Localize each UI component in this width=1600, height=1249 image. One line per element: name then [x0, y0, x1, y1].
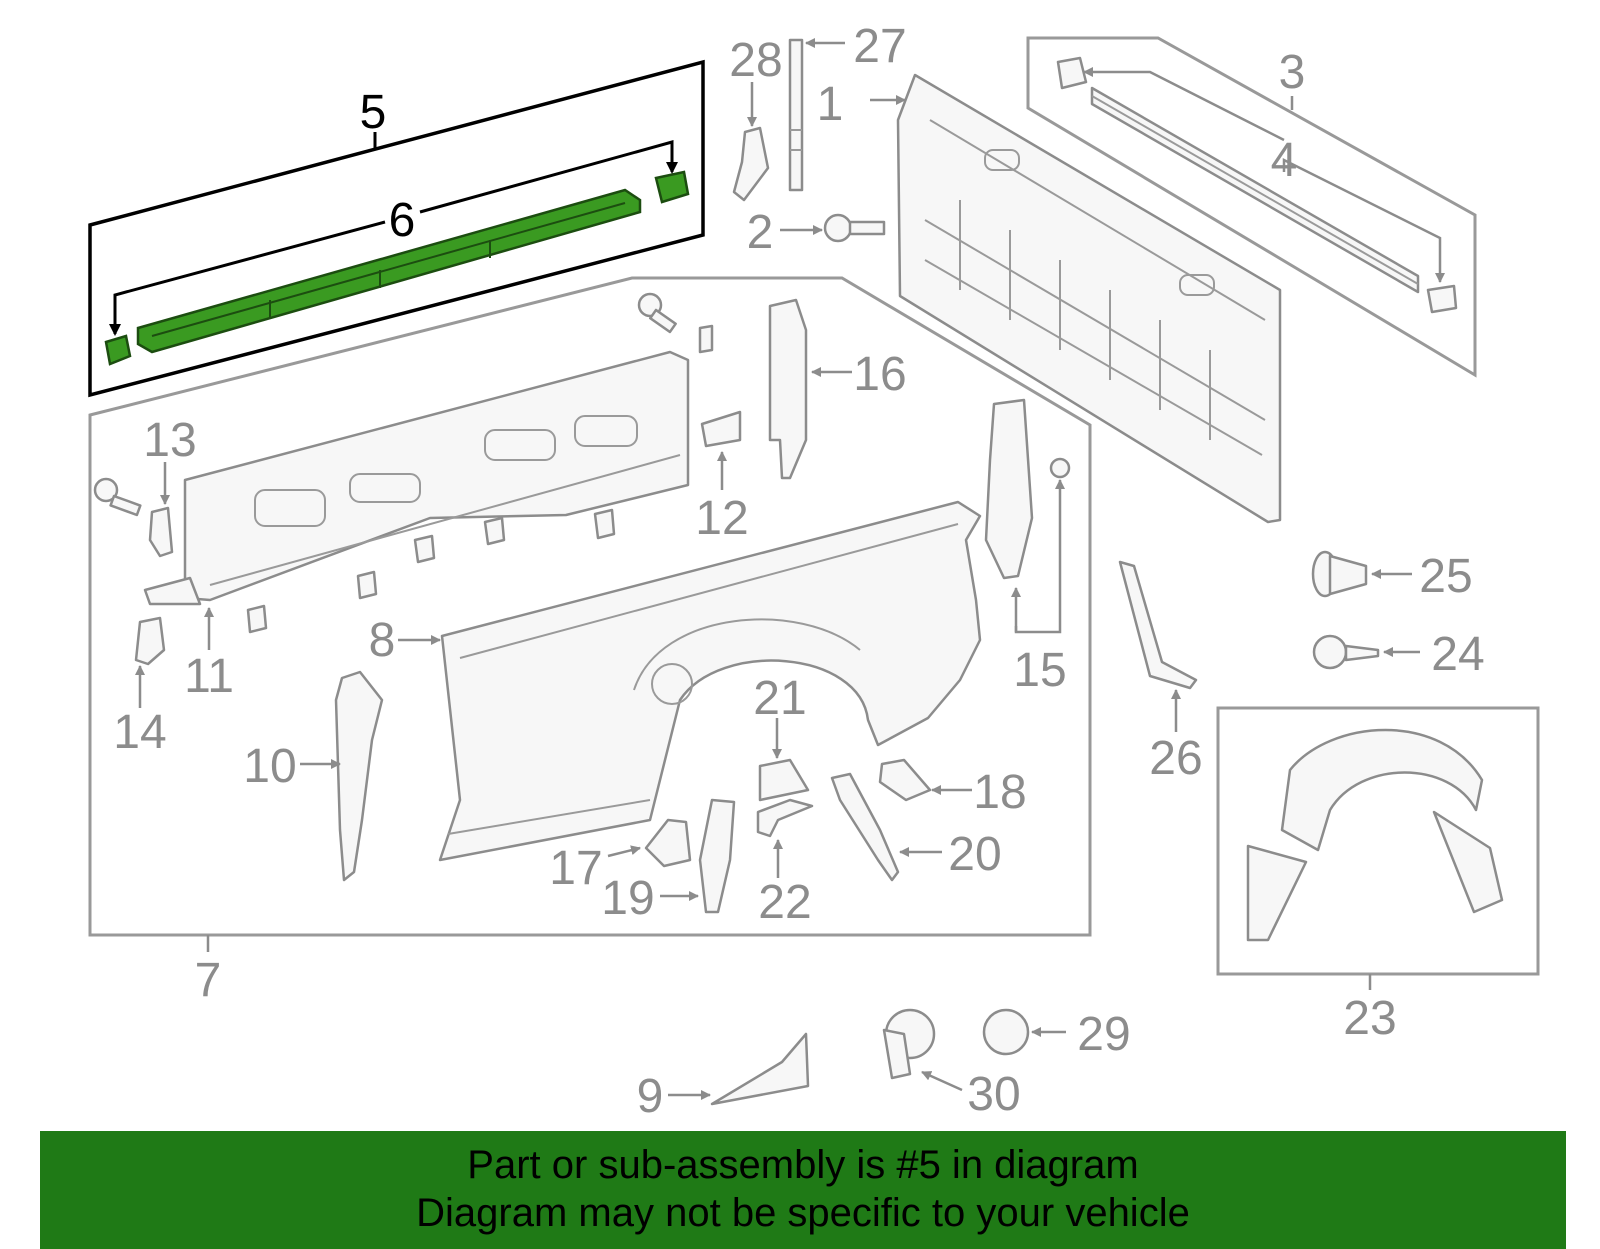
part-4-header-rail[interactable]	[1090, 86, 1420, 294]
part-24-screw[interactable]	[1312, 634, 1380, 670]
callout-5: 5	[360, 86, 387, 139]
leader-6-right	[419, 140, 678, 214]
callout-12: 12	[695, 492, 748, 545]
bolt-top[interactable]	[637, 292, 677, 334]
part-11-side-inner-panel[interactable]	[143, 350, 690, 606]
callout-27: 27	[853, 20, 906, 73]
callout-19: 19	[601, 872, 654, 925]
part-12-bracket[interactable]	[700, 410, 742, 448]
callout-1: 1	[817, 78, 844, 131]
group-3-box	[1026, 36, 1477, 378]
callout-29: 29	[1077, 1008, 1130, 1061]
part-26-brace[interactable]	[1118, 560, 1198, 690]
callout-2: 2	[747, 206, 774, 259]
callout-24: 24	[1431, 628, 1484, 681]
callout-15: 15	[1013, 644, 1066, 697]
part-15-post[interactable]	[984, 398, 1034, 580]
callout-7: 7	[195, 954, 222, 1007]
end-cap-right[interactable]	[654, 170, 690, 204]
callout-18: 18	[973, 766, 1026, 819]
leader-4	[1282, 157, 1445, 283]
part-8-outer-panel[interactable]	[438, 500, 982, 862]
callout-20: 20	[948, 828, 1001, 881]
part-15-bolt[interactable]	[1049, 457, 1071, 479]
part-6-rail[interactable]	[136, 188, 642, 354]
part-18-bracket[interactable]	[878, 758, 932, 802]
callout-16: 16	[853, 348, 906, 401]
part-17-bracket[interactable]	[644, 818, 692, 868]
group-23-box	[1216, 706, 1540, 976]
part-19-brace[interactable]	[698, 798, 736, 914]
part-29-plug[interactable]	[982, 1008, 1030, 1056]
part-30-housing[interactable]	[882, 1008, 936, 1080]
callout-11: 11	[184, 650, 234, 703]
part-21-bracket[interactable]	[758, 758, 810, 802]
callout-22: 22	[758, 876, 811, 929]
part-16-brace[interactable]	[768, 298, 808, 480]
part-28-bracket[interactable]	[732, 126, 770, 202]
part-9-bracket[interactable]	[710, 1032, 810, 1106]
callout-13: 13	[143, 414, 196, 467]
callout-17: 17	[549, 842, 602, 895]
callout-3: 3	[1279, 46, 1306, 99]
part-22-bracket[interactable]	[756, 798, 814, 838]
bolt-left[interactable]	[93, 477, 142, 517]
part-14-bracket[interactable]	[134, 616, 166, 666]
callout-4: 4	[1271, 134, 1298, 187]
leader-17	[607, 845, 641, 858]
callout-10: 10	[243, 740, 296, 793]
callout-21: 21	[753, 672, 806, 725]
callout-30: 30	[967, 1068, 1020, 1121]
callout-6: 6	[389, 194, 416, 247]
part-13-bracket[interactable]	[148, 506, 174, 558]
banner-line-2: Diagram may not be specific to your vehi…	[416, 1191, 1190, 1235]
part-2-bolt[interactable]	[823, 213, 886, 243]
callout-9: 9	[637, 1070, 664, 1123]
callout-8: 8	[369, 614, 396, 667]
part-25-clip[interactable]	[1311, 550, 1368, 598]
callout-28: 28	[729, 34, 782, 87]
group-5-box	[88, 59, 705, 398]
end-cap-left[interactable]	[104, 334, 132, 366]
banner-line-1: Part or sub-assembly is #5 in diagram	[467, 1143, 1139, 1187]
leader-6-left	[109, 220, 386, 336]
part-3-clip-top[interactable]	[1056, 56, 1088, 90]
group-7-box	[88, 276, 1092, 937]
part-20-brace[interactable]	[830, 772, 900, 882]
callout-23: 23	[1343, 992, 1396, 1045]
part-10-pillar[interactable]	[334, 670, 384, 882]
clips-row[interactable]	[246, 324, 714, 634]
info-banner: Part or sub-assembly is #5 in diagram Di…	[40, 1131, 1566, 1249]
callout-26: 26	[1149, 732, 1202, 785]
part-1-front-panel[interactable]	[896, 73, 1282, 524]
leader-30	[921, 1070, 963, 1092]
leader-4b	[1083, 67, 1285, 142]
part-27-stud[interactable]	[788, 38, 804, 192]
part-23-liner[interactable]	[1246, 728, 1504, 942]
callout-25: 25	[1419, 550, 1472, 603]
part-3-clip-bottom[interactable]	[1426, 284, 1458, 314]
callout-14: 14	[113, 706, 166, 759]
